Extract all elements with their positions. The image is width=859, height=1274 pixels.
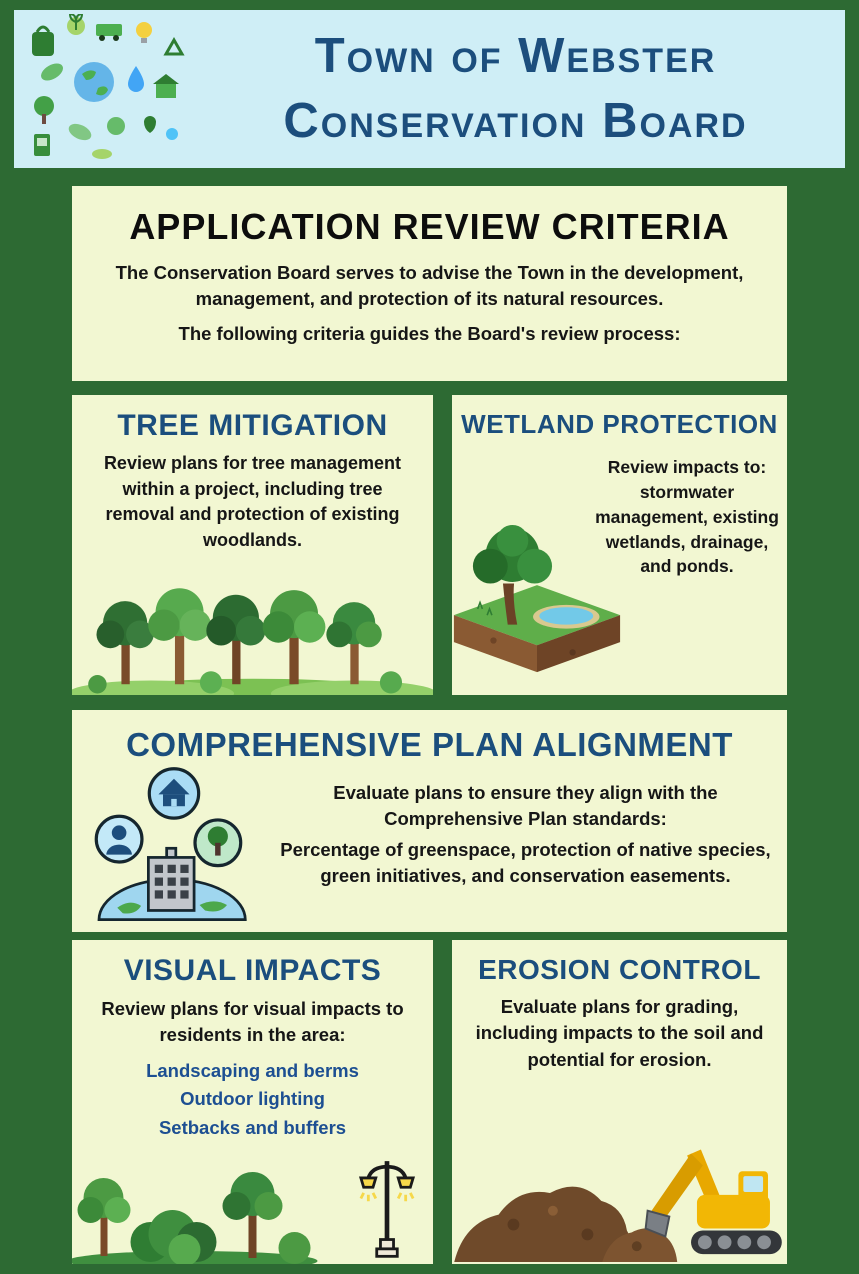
tree-icon	[193, 818, 243, 868]
org-title: Town of Webster Conservation Board	[198, 24, 845, 153]
gift-bag-icon	[32, 25, 54, 56]
eco-truck-icon	[96, 24, 122, 41]
earth-icon	[74, 62, 114, 102]
eco-heart-icon	[144, 116, 156, 133]
community-planning-illustration	[94, 767, 247, 921]
shrubs-illustration	[72, 1172, 318, 1264]
dirt-pile-illustration	[454, 1186, 678, 1263]
tree-mitigation-title: TREE MITIGATION	[117, 409, 388, 442]
comprehensive-plan-body: Evaluate plans to ensure they align with…	[274, 776, 777, 893]
tree-mitigation-body: Review plans for tree management within …	[103, 453, 402, 550]
intro-title: APPLICATION REVIEW CRITERIA	[129, 206, 730, 247]
comprehensive-plan-card: COMPREHENSIVE PLAN ALIGNMENT	[72, 710, 787, 932]
visual-impacts-body: Review plans for visual impacts to resid…	[101, 998, 404, 1046]
street-lamp-icon	[358, 1161, 416, 1258]
forest-trees-illustration	[72, 588, 433, 695]
green-dot-icon	[107, 117, 125, 135]
green-house-icon	[153, 74, 179, 98]
eco-icons-illustration	[32, 14, 185, 159]
excavator-icon	[644, 1149, 782, 1255]
org-title-line2: Conservation Board	[283, 94, 748, 148]
visual-impacts-item: Setbacks and buffers	[158, 1116, 347, 1138]
wetland-island-illustration	[453, 524, 621, 673]
visual-impacts-item: Landscaping and berms	[146, 1059, 359, 1081]
small-tree-icon	[34, 96, 54, 124]
erosion-control-card: EROSION CONTROL Evaluate plans for gradi…	[452, 940, 787, 1264]
erosion-control-body: Evaluate plans for grading, including im…	[475, 996, 764, 1070]
lightbulb-icon	[136, 22, 152, 43]
intro-paragraph-2: The following criteria guides the Board'…	[178, 322, 681, 344]
excavator-illustration	[454, 1149, 782, 1263]
org-title-line1: Town of Webster	[314, 29, 717, 84]
leaf-icon	[92, 149, 112, 159]
water-drop-icon	[128, 66, 144, 92]
droplet-icon	[166, 128, 178, 140]
house-icon	[147, 767, 201, 820]
wetland-protection-body: Review impacts to: stormwater management…	[595, 457, 779, 577]
erosion-control-title: EROSION CONTROL	[478, 954, 761, 985]
intro-paragraph-1: The Conservation Board serves to advise …	[115, 262, 744, 310]
comprehensive-plan-body-2: Percentage of greenspace, protection of …	[280, 838, 771, 886]
header-banner: Town of Webster Conservation Board	[14, 10, 845, 168]
sprout-icon	[67, 14, 85, 35]
leaf-icon	[68, 123, 92, 141]
wetland-protection-card: WETLAND PROTECTION Review impacts to: st…	[452, 395, 787, 695]
comprehensive-plan-body-1: Evaluate plans to ensure they align with…	[333, 782, 718, 830]
visual-impacts-card: VISUAL IMPACTS Review plans for visual i…	[72, 940, 433, 1264]
charging-station-icon	[34, 134, 50, 156]
visual-impacts-list: Landscaping and berms Outdoor lighting S…	[72, 1057, 433, 1143]
visual-impacts-item: Outdoor lighting	[180, 1088, 325, 1110]
building-icon	[147, 846, 196, 912]
tree-mitigation-card: TREE MITIGATION Review plans for tree ma…	[72, 395, 433, 695]
recycle-icon	[163, 36, 185, 56]
visual-impacts-title: VISUAL IMPACTS	[123, 954, 382, 987]
person-icon	[94, 814, 144, 864]
intro-panel: APPLICATION REVIEW CRITERIA The Conserva…	[72, 186, 787, 381]
leaf-icon	[41, 63, 63, 81]
comprehensive-plan-title: COMPREHENSIVE PLAN ALIGNMENT	[126, 726, 733, 763]
wetland-protection-title: WETLAND PROTECTION	[461, 409, 778, 439]
